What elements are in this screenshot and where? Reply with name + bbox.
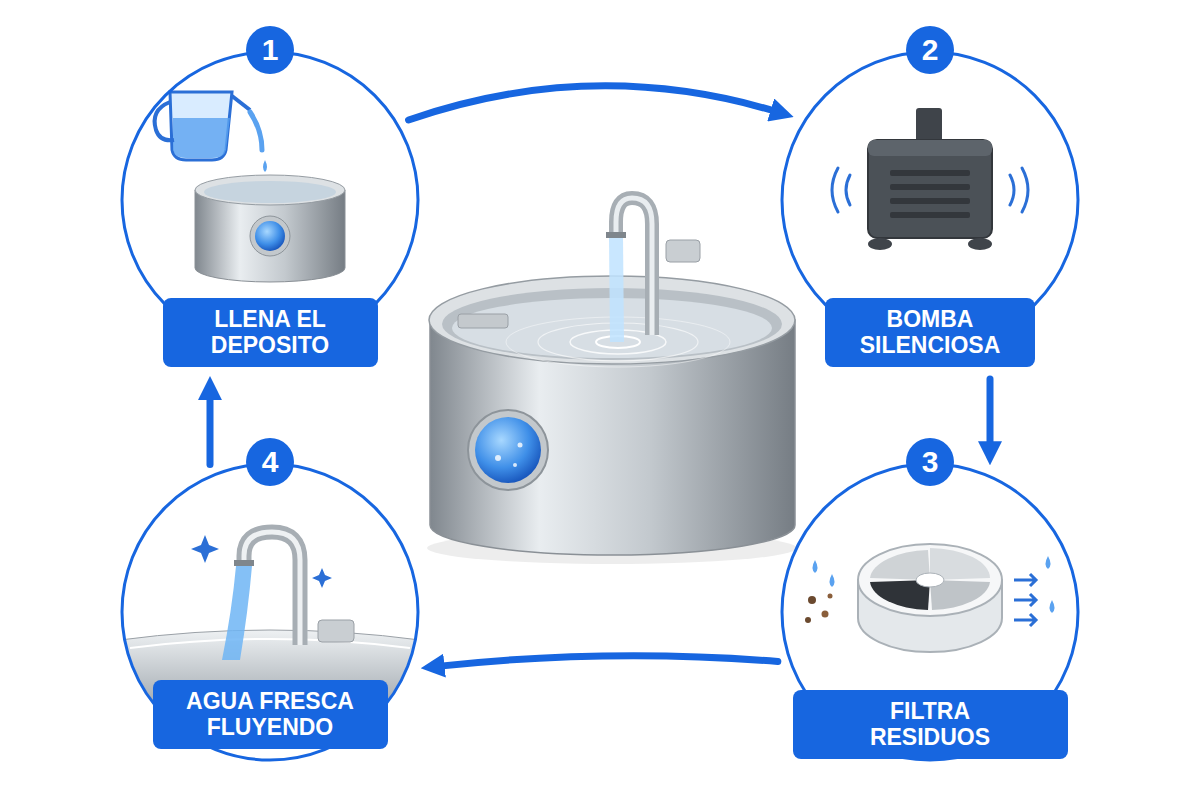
step-number: 3: [906, 438, 954, 486]
flow-arrow: [437, 656, 777, 667]
step-circle: 4AGUA FRESCA FLUYENDO: [120, 462, 420, 762]
circle-outline-shape: [782, 464, 1078, 760]
flow-arrow: [207, 393, 214, 465]
fountain-illustration: [427, 198, 797, 564]
step-number: 1: [246, 26, 294, 74]
step-number: 2: [906, 26, 954, 74]
flow-arrow: [987, 379, 994, 449]
step-label: FILTRA RESIDUOS: [793, 690, 1068, 759]
step-label: AGUA FRESCA FLUYENDO: [153, 680, 388, 749]
step-number: 4: [246, 438, 294, 486]
step-circle: 2BOMBA SILENCIOSA: [780, 50, 1080, 350]
step-circle: 1LLENA EL DEPOSITO: [120, 50, 420, 350]
fill-illustration: [155, 92, 345, 282]
filter-illustration: [805, 544, 1055, 652]
flow-arrow: [409, 86, 778, 120]
step-circle: 3FILTRA RESIDUOS: [780, 462, 1080, 762]
circle-outline-shape: [122, 464, 418, 760]
flow-illustration: [120, 532, 420, 700]
step-label: LLENA EL DEPOSITO: [163, 298, 378, 367]
pump-illustration: [832, 108, 1028, 250]
step-label: BOMBA SILENCIOSA: [825, 298, 1035, 367]
